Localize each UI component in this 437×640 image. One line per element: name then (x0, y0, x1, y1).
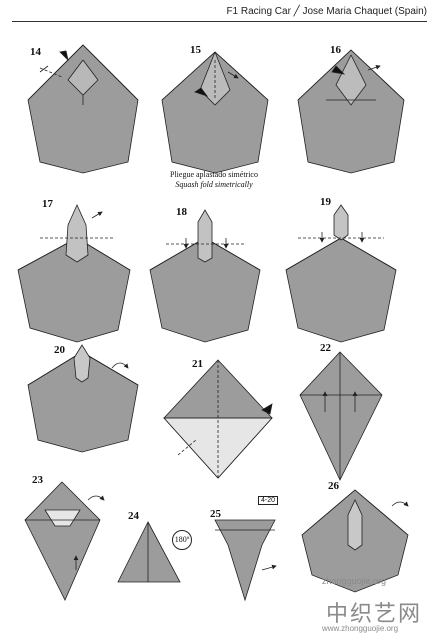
diagram-step-18 (149, 209, 261, 343)
reference-marker: 4-20 (258, 496, 279, 505)
diagram-step-26 (301, 489, 409, 593)
watermark-logo: 中织艺网 (326, 601, 423, 626)
arrow-icon (59, 50, 69, 62)
arrow-icon (194, 87, 209, 97)
step-number: 18 (176, 206, 187, 218)
step-number: 24 (128, 510, 139, 522)
diagram-step-15 (161, 51, 269, 174)
rotation-symbol: 180º (172, 530, 192, 550)
arrow-icon (331, 65, 346, 75)
step-number: 23 (32, 474, 43, 486)
step-number: 22 (320, 342, 331, 354)
diagram-step-21 (163, 359, 273, 479)
arrow-icon (261, 403, 273, 415)
watermark-url: zhongguojie.org (322, 576, 387, 586)
step-number: 26 (328, 480, 339, 492)
step-number: 17 (42, 198, 53, 210)
step-number: 19 (320, 196, 331, 208)
diagram-step-24 (117, 521, 181, 583)
diagram-step-25 (214, 519, 277, 602)
watermark-url-small: www.zhongguojie.org (322, 624, 399, 633)
diagram-step-17 (17, 204, 131, 343)
header-rule (12, 21, 427, 22)
diagram-step-14 (27, 44, 139, 174)
diagram-step-19 (285, 204, 397, 343)
diagram-step-23 (24, 481, 105, 601)
step-number: 21 (192, 358, 203, 370)
step-number: 25 (210, 508, 221, 520)
step-number: 20 (54, 344, 65, 356)
caption-en: Squash fold simetrically (175, 180, 253, 189)
diagram-step-16 (297, 49, 405, 174)
caption-es: Pliegue aplastado simétrico (170, 170, 258, 179)
step-number: 16 (330, 44, 341, 56)
diagram-step-20 (27, 344, 139, 453)
caption: Pliegue aplastado simétrico Squash fold … (158, 170, 270, 190)
step-number: 15 (190, 44, 201, 56)
diagram-step-22 (299, 351, 383, 481)
page-header: F1 Racing Car ╱ Jose Maria Chaquet (Spai… (226, 6, 427, 17)
step-number: 14 (30, 46, 41, 58)
